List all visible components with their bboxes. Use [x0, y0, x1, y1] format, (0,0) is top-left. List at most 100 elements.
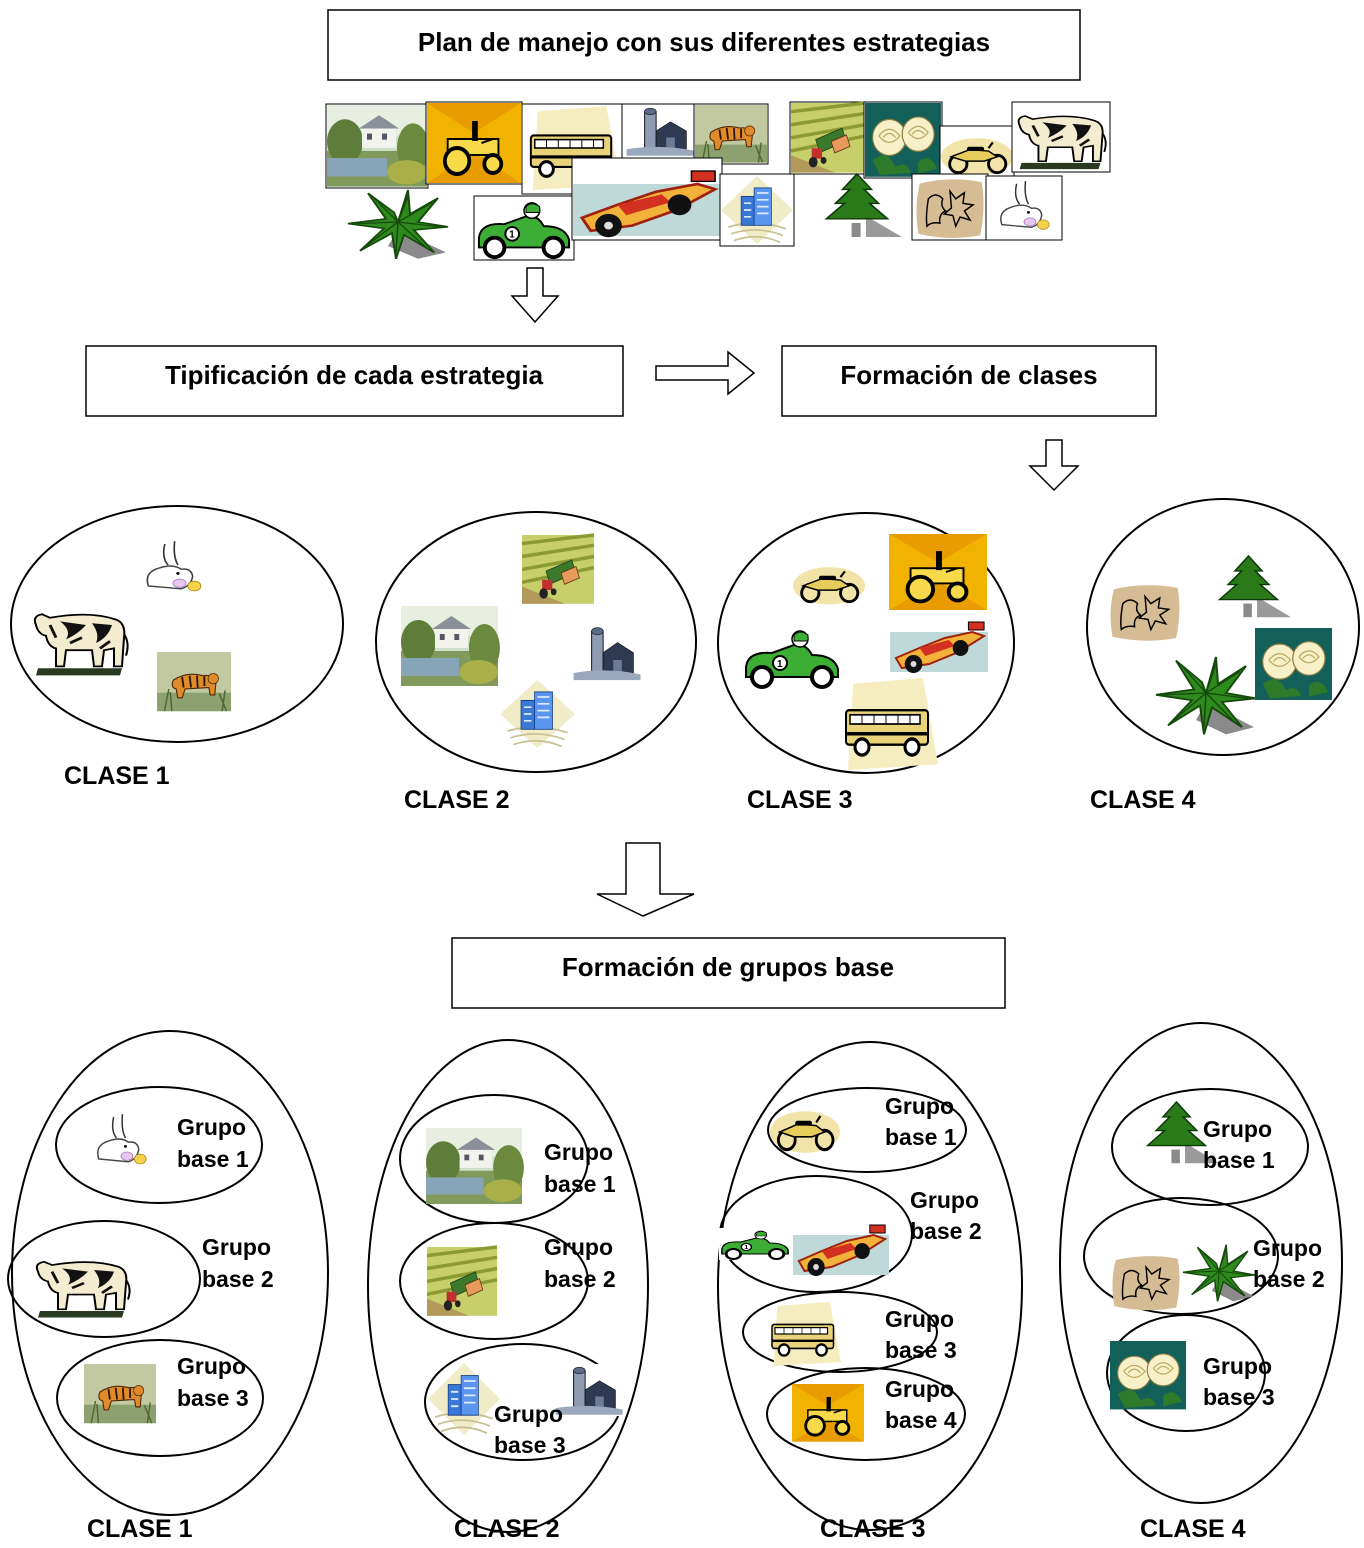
group-class-1: Grupo base 1 Grupo base 2 Grupo base 3 [7, 1030, 329, 1516]
group-base-1: Grupo base 1 [767, 1087, 967, 1173]
pine-tree-icon [1218, 555, 1292, 619]
white-roses-icon [1254, 627, 1333, 701]
leaves-icon [1109, 584, 1181, 642]
formacion-clases-box-title: Formación de clases [840, 360, 1097, 390]
group-base-label: base 2 [1253, 1266, 1325, 1292]
group-base-label: Grupo [885, 1093, 954, 1119]
group-base-1: Grupo base 1 [1111, 1088, 1309, 1206]
class-3-circle [717, 512, 1015, 774]
group-base-label: base 2 [202, 1266, 274, 1292]
group-base-4: Grupo base 4 [766, 1367, 966, 1461]
tiger-icon [156, 651, 232, 713]
formula-car-icon [792, 1224, 890, 1277]
formacion-grupos-box-title: Formación de grupos base [562, 952, 894, 982]
right-arrow [655, 350, 756, 396]
group-class-4: Grupo base 1 Grupo base 2 Grupo base 3 [1059, 1022, 1343, 1504]
tractor-icon [790, 1382, 866, 1444]
group-base-label: Grupo [885, 1376, 954, 1402]
class-2-label: CLASE 2 [454, 1515, 560, 1543]
class-3-label: CLASE 3 [747, 786, 853, 814]
group-base-label: base 4 [885, 1407, 957, 1433]
group-base-label: Grupo [494, 1401, 563, 1427]
tractor-icon [425, 101, 523, 185]
group-base-3: Grupo base 3 [56, 1339, 264, 1457]
house-landscape-icon [325, 103, 429, 189]
leaves-icon [911, 173, 989, 241]
leaves-icon [1111, 1255, 1181, 1311]
tractor-icon [887, 532, 989, 612]
group-base-1: Grupo base 1 [55, 1086, 263, 1204]
group-base-label: base 3 [177, 1385, 249, 1411]
rabbit-icon [131, 536, 215, 601]
race-car-green-icon [473, 195, 575, 262]
group-class-2: Grupo base 1 Grupo base 2 Grupo base 3 [367, 1039, 649, 1533]
motorcycle-icon [768, 1109, 842, 1155]
group-base-label: base 3 [885, 1337, 957, 1363]
strategies-collage [325, 101, 1111, 262]
white-roses-icon [1109, 1340, 1187, 1410]
motorcycle-icon [939, 125, 1015, 179]
group-base-2: Grupo base 2 [7, 1220, 274, 1338]
group-base-2: Grupo base 2 [399, 1222, 616, 1340]
group-base-label: Grupo [1253, 1235, 1322, 1261]
formacion-clases-box: Formación de clases [781, 345, 1157, 417]
farm-tractor-field-icon [789, 101, 867, 175]
down-arrow-1 [510, 267, 560, 324]
down-arrow-3 [596, 842, 695, 917]
office-building-icon [719, 173, 795, 247]
house-landscape-icon [426, 1128, 524, 1204]
group-base-label: base 3 [494, 1432, 566, 1458]
tiger-icon [693, 103, 769, 165]
tiger-icon [83, 1363, 157, 1425]
rabbit-icon [985, 175, 1063, 241]
race-car-green-icon [717, 1226, 793, 1262]
palm-plant-icon [347, 189, 449, 260]
office-building-icon [499, 679, 576, 749]
class-3-label: CLASE 3 [820, 1515, 926, 1543]
palm-plant-icon [1182, 1243, 1256, 1303]
class-1-label: CLASE 1 [64, 762, 170, 790]
group-base-label: base 2 [910, 1218, 982, 1244]
plan-box-title: Plan de manejo con sus diferentes estrat… [418, 27, 990, 57]
silo-barn-icon [569, 623, 643, 683]
group-base-label: Grupo [177, 1353, 246, 1379]
group-base-3: Grupo base 3 [424, 1343, 625, 1461]
palm-plant-icon [1155, 656, 1257, 736]
tipificacion-box: Tipificación de cada estrategia [85, 345, 624, 417]
group-base-label: Grupo [544, 1234, 613, 1260]
race-car-green-icon [740, 623, 844, 691]
group-base-label: Grupo [910, 1187, 979, 1213]
rabbit-icon [83, 1109, 159, 1174]
class-2-label: CLASE 2 [404, 786, 510, 814]
formula-car-icon [571, 157, 723, 241]
group-base-label: base 2 [544, 1266, 616, 1292]
group-class-3: Grupo base 1 Grupo base 2 Grupo base 3 G… [717, 1041, 1023, 1531]
group-base-label: base 1 [1203, 1147, 1275, 1173]
motorcycle-icon [791, 565, 867, 606]
group-base-label: Grupo [1203, 1116, 1272, 1142]
formula-car-icon [889, 621, 989, 674]
down-arrow-2 [1028, 439, 1080, 492]
class-4-circle [1086, 498, 1360, 756]
pine-tree-icon [825, 173, 903, 238]
group-base-label: Grupo [544, 1139, 613, 1165]
group-base-label: Grupo [885, 1306, 954, 1332]
group-base-2: Grupo base 2 [717, 1175, 982, 1293]
cow-icon [33, 612, 130, 677]
group-base-label: Grupo [177, 1114, 246, 1140]
group-base-1: Grupo base 1 [399, 1094, 616, 1224]
group-base-label: Grupo [202, 1234, 271, 1260]
group-base-3: Grupo base 3 [742, 1291, 957, 1373]
group-base-label: base 1 [885, 1124, 957, 1150]
cow-icon [35, 1260, 132, 1320]
group-base-label: Grupo [1203, 1353, 1272, 1379]
group-base-3: Grupo base 3 [1106, 1314, 1275, 1432]
class-2-circle [375, 511, 697, 773]
class-1-label: CLASE 1 [87, 1515, 193, 1543]
farm-tractor-field-icon [520, 533, 596, 606]
school-bus-icon [770, 1300, 843, 1368]
class-4-label: CLASE 4 [1090, 786, 1196, 814]
silo-barn-icon [621, 103, 697, 159]
cow-icon [1011, 101, 1111, 173]
